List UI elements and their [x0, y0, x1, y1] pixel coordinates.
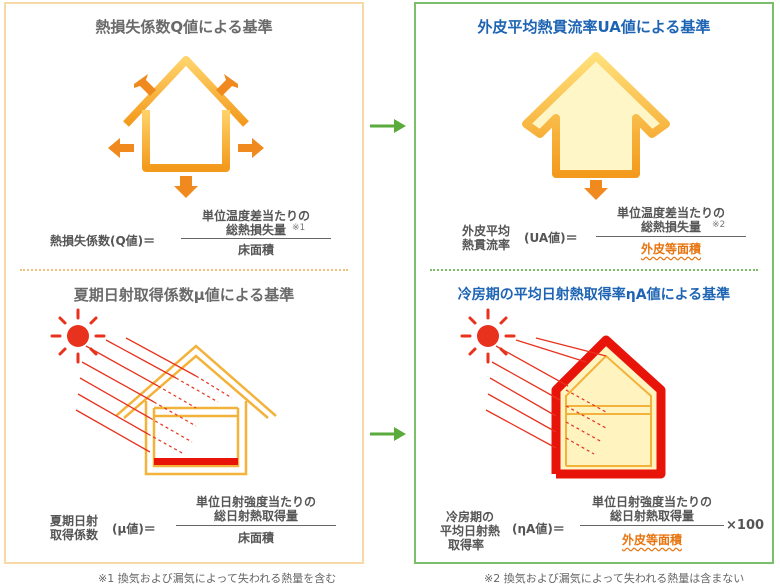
- ua-formula-numerator-2: 総熱損失量: [640, 220, 701, 234]
- ua-value-panel: 外皮平均熱貫流率UA値による基準 外皮平均 熱貫流率 (UA値)＝ 単位温度差当…: [414, 2, 774, 564]
- eta-formula-numerator-2: 総日射熱取得量: [609, 509, 694, 523]
- eta-house-diagram: [460, 308, 666, 479]
- heat-loss-arrows: [108, 74, 264, 198]
- ua-house-diagram: [522, 52, 670, 200]
- q-fraction-bar: [181, 238, 331, 239]
- ua-formula-numerator-1: 単位温度差当たりの: [616, 206, 725, 220]
- ua-formula-lhs-3: (UA値)＝: [524, 231, 578, 245]
- mu-formula-lhs-3: (μ値)＝: [112, 522, 156, 536]
- footnote-1: ※1 換気および漏気によって失われる熱量を含む: [98, 572, 337, 585]
- ua-formula-lhs-2: 熱貫流率: [462, 238, 511, 252]
- footnote-2: ※2 換気および漏気によって失われる熱量は含まない: [484, 572, 745, 585]
- transmitted-rays: [565, 389, 607, 455]
- mu-house-diagram: [50, 308, 277, 476]
- solar-rays: [75, 337, 197, 453]
- q-formula-numerator-2: 総熱損失量: [225, 223, 286, 237]
- arrow-right-icon: [370, 119, 406, 133]
- q-formula-denominator: 床面積: [237, 243, 274, 257]
- ua-formula-lhs-1: 外皮平均: [462, 224, 511, 238]
- mu-formula-numerator-1: 単位日射強度当たりの: [195, 495, 316, 509]
- mu-formula-lhs-1: 夏期日射: [50, 514, 99, 528]
- heat-loss-arrows: [584, 180, 608, 200]
- interior-outline: [565, 354, 652, 467]
- mu-formula-denominator: 床面積: [237, 531, 274, 545]
- left-divider: [20, 269, 348, 271]
- mu-formula-numerator-2: 総日射熱取得量: [213, 509, 298, 523]
- eta-formula-multiplier: ×100: [726, 518, 765, 533]
- q-formula-lhs: 熱損失係数(Q値)＝: [50, 234, 156, 248]
- eta-fraction-bar: [580, 525, 724, 526]
- mu-value-title: 夏期日射取得係数μ値による基準: [73, 286, 295, 304]
- wall-outline: [142, 110, 230, 172]
- sun-icon: [460, 308, 516, 364]
- ua-fraction-bar: [596, 236, 746, 237]
- ua-formula-note-mark: ※2: [712, 220, 726, 230]
- q-value-panel: 熱損失係数Q値による基準 熱損失係数(Q値)＝ 単位温度差当たりの 総熱損失量 …: [4, 2, 364, 564]
- roof-outline: [123, 56, 249, 127]
- eta-formula-numerator-1: 単位日射強度当たりの: [591, 495, 712, 509]
- sun-icon: [50, 308, 106, 364]
- eta-value-title: 冷房期の平均日射熱取得率ηA値による基準: [457, 287, 731, 303]
- floor-gain-bar: [154, 458, 238, 465]
- eta-formula-lhs-3: 取得率: [448, 538, 485, 552]
- mu-fraction-bar: [176, 525, 336, 526]
- ua-formula-denominator: 外皮等面積: [640, 242, 701, 256]
- ua-value-title: 外皮平均熱貫流率UA値による基準: [477, 18, 711, 36]
- transmitted-rays: [147, 375, 233, 455]
- solar-rays: [485, 337, 607, 449]
- q-value-title: 熱損失係数Q値による基準: [95, 18, 273, 36]
- house-outline: [115, 344, 277, 476]
- right-divider: [430, 269, 758, 271]
- mu-formula-lhs-2: 取得係数: [50, 528, 99, 542]
- arrow-right-icon: [370, 427, 406, 441]
- eta-formula-lhs-4: (ηA値)＝: [512, 522, 565, 536]
- q-house-diagram: [108, 56, 264, 198]
- eta-formula-lhs-2: 平均日射熱: [440, 524, 501, 538]
- eta-formula-denominator: 外皮等面積: [621, 533, 682, 547]
- q-formula-note-mark: ※1: [292, 223, 306, 233]
- q-formula-numerator-1: 単位温度差当たりの: [201, 209, 310, 223]
- house-envelope: [522, 52, 670, 178]
- eta-formula-lhs-1: 冷房期の: [446, 510, 495, 524]
